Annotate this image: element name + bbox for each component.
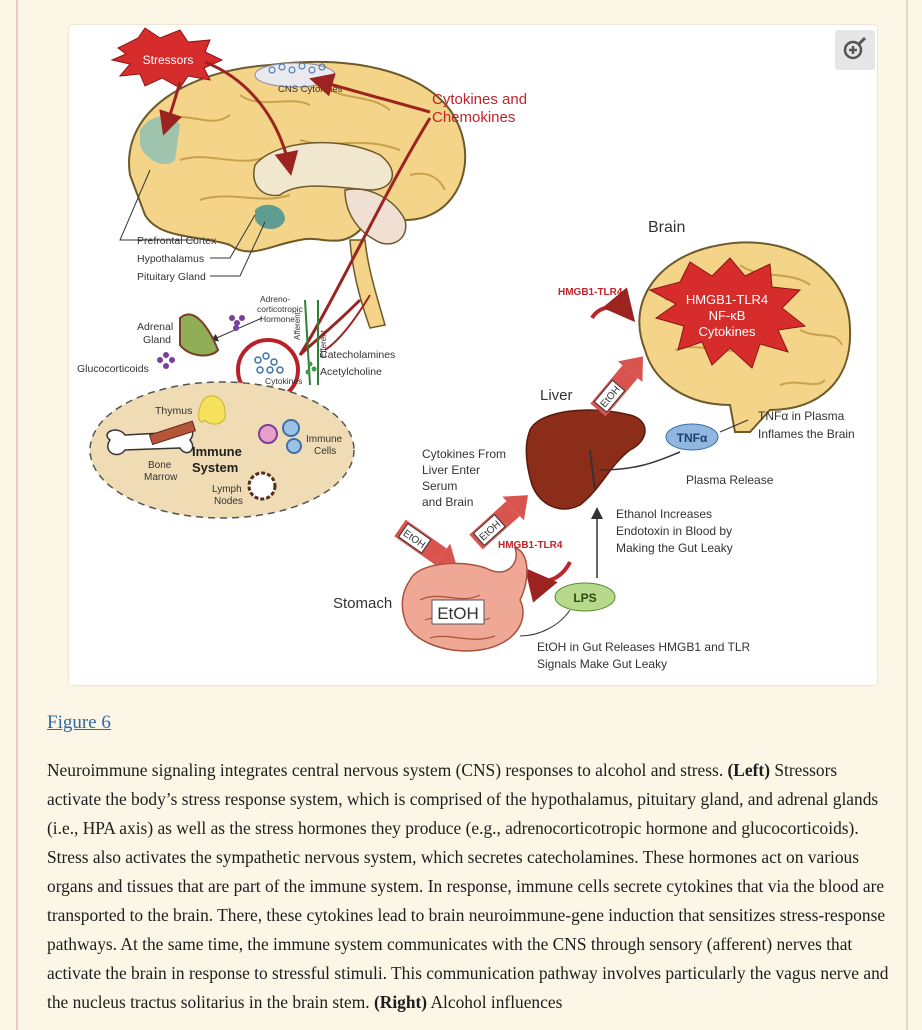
burst-label-3: Cytokines xyxy=(698,324,756,339)
acth-label-2: corticotropic xyxy=(257,304,304,314)
gut-label-2: Signals Make Gut Leaky xyxy=(537,657,667,671)
stomach-etoh-label: EtOH xyxy=(437,604,479,623)
bone-marrow-label-2: Marrow xyxy=(144,472,178,483)
ethanol-label-2: Endotoxin in Blood by xyxy=(616,524,732,538)
acth-molecules xyxy=(229,315,245,331)
burst-label-1: HMGB1-TLR4 xyxy=(686,292,768,307)
figure-illustration: Stressors CNS Cytokines Cytokines and Ch… xyxy=(77,27,855,671)
page-right-rule xyxy=(906,0,908,1030)
adrenal-label-1: Adrenal xyxy=(137,321,173,333)
figure-caption: Neuroimmune signaling integrates central… xyxy=(47,756,892,1030)
plasma-release-label: Plasma Release xyxy=(686,473,774,487)
hmgb1-tlr4-gut-label: HMGB1-TLR4 xyxy=(498,540,563,551)
cyto-liver-label-1: Cytokines From xyxy=(422,447,506,461)
immune-system-label-1: Immune xyxy=(192,444,242,459)
hmgb1-loop-arrow-gut xyxy=(524,561,572,603)
gut-label-1: EtOH in Gut Releases HMGB1 and TLR xyxy=(537,640,751,654)
adrenal-gland xyxy=(179,313,220,357)
figure-6-link[interactable]: Figure 6 xyxy=(47,712,111,733)
page-left-rule xyxy=(16,0,18,1030)
catecholamines-label: Catecholamines xyxy=(320,349,395,361)
ethanol-label-1: Ethanol Increases xyxy=(616,507,712,521)
caption-part-1: Neuroimmune signaling integrates central… xyxy=(47,760,728,780)
hmgb1-tlr4-brain-label: HMGB1-TLR4 xyxy=(558,287,623,298)
prefrontal-cortex-label: Prefrontal Cortex xyxy=(137,235,217,247)
stressors-label: Stressors xyxy=(143,53,194,67)
bone-marrow-label-1: Bone xyxy=(148,460,172,471)
caption-right-marker: (Right) xyxy=(373,992,428,1012)
immune-cells-label-1: Immune xyxy=(306,434,343,445)
immune-system-oval xyxy=(89,381,355,519)
immune-cells-label-2: Cells xyxy=(314,446,336,457)
stomach-etoh-box xyxy=(431,599,485,625)
left-callouts xyxy=(119,169,266,277)
immune-cells-icons xyxy=(258,419,302,454)
caption-part-3: Alcohol influences xyxy=(427,992,563,1012)
glucocorticoids-label: Glucocorticoids xyxy=(77,363,149,375)
cyto-liver-label-2: Liver Enter xyxy=(422,463,480,477)
hmgb1-loop-arrow-brain xyxy=(590,287,636,323)
thymus-label: Thymus xyxy=(155,405,192,417)
glucocorticoid-molecules xyxy=(157,352,175,369)
caption-part-2: Stressors activate the body’s stress res… xyxy=(47,760,889,1012)
burst-label-2: NF-κB xyxy=(709,308,746,323)
afferent-label: Afferent xyxy=(293,311,302,340)
cytokines-chemokines-label-1: Cytokines and xyxy=(432,91,527,108)
efferent-label: Efferent xyxy=(319,329,328,358)
tnfa-badge xyxy=(665,423,719,451)
stomach-organ xyxy=(401,546,528,652)
cytokines-label: Cytokines xyxy=(265,376,302,386)
lymph-nodes-icon xyxy=(247,471,277,501)
cytokine-molecules xyxy=(254,352,284,374)
acetylcholine-label: Acetylcholine xyxy=(320,366,382,378)
tnfa-plasma-label-1: TNFα in Plasma xyxy=(758,409,845,423)
immune-system-label-2: System xyxy=(192,460,238,475)
cytokines-chemokines-label-2: Chemokines xyxy=(432,109,515,126)
adrenal-label-2: Gland xyxy=(143,334,171,346)
liver-organ xyxy=(525,409,646,510)
thymus-organ xyxy=(198,395,226,425)
acth-label-3: Hormone xyxy=(260,314,295,324)
hypothalamus-label: Hypothalamus xyxy=(137,253,204,265)
catecholamine-molecules xyxy=(305,361,317,375)
stomach-label: Stomach xyxy=(333,595,392,612)
tnfa-plasma-label-2: Inflames the Brain xyxy=(758,427,855,441)
stressors-burst: Stressors xyxy=(110,27,224,89)
right-brain xyxy=(638,241,852,433)
bone-marrow-rod xyxy=(148,420,197,446)
etoh-arrow-liver-brain: EtOH xyxy=(590,356,643,417)
lps-label: LPS xyxy=(573,591,596,605)
left-brain xyxy=(128,61,467,329)
liver-label: Liver xyxy=(540,387,573,404)
cyto-liver-label-4: and Brain xyxy=(422,495,473,509)
tnfa-label: TNFα xyxy=(677,431,708,445)
lps-badge xyxy=(554,582,616,612)
lymph-nodes-label-1: Lymph xyxy=(212,484,242,495)
caption-left-marker: (Left) xyxy=(727,760,770,780)
lymph-nodes-label-2: Nodes xyxy=(214,496,243,507)
acth-label-1: Adreno- xyxy=(260,294,290,304)
zoom-button[interactable] xyxy=(835,30,875,70)
pituitary-gland-label: Pituitary Gland xyxy=(137,271,206,283)
brain-label: Brain xyxy=(648,219,685,236)
ethanol-label-3: Making the Gut Leaky xyxy=(616,541,733,555)
cyto-liver-label-3: Serum xyxy=(422,479,457,493)
zoom-in-icon xyxy=(843,36,867,60)
